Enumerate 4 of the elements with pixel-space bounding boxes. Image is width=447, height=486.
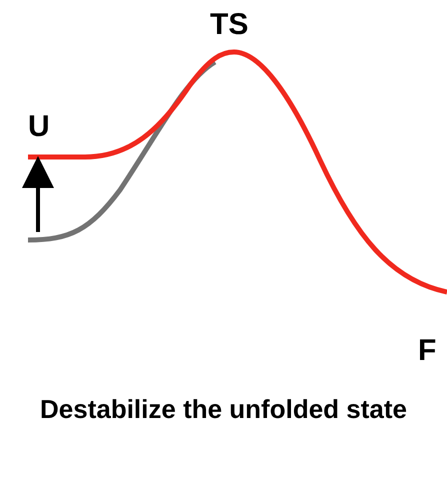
caption: Destabilize the unfolded state bbox=[39, 393, 408, 426]
state-label: F bbox=[418, 336, 436, 366]
state-label: TS bbox=[210, 10, 248, 40]
state-label: U bbox=[28, 112, 50, 142]
